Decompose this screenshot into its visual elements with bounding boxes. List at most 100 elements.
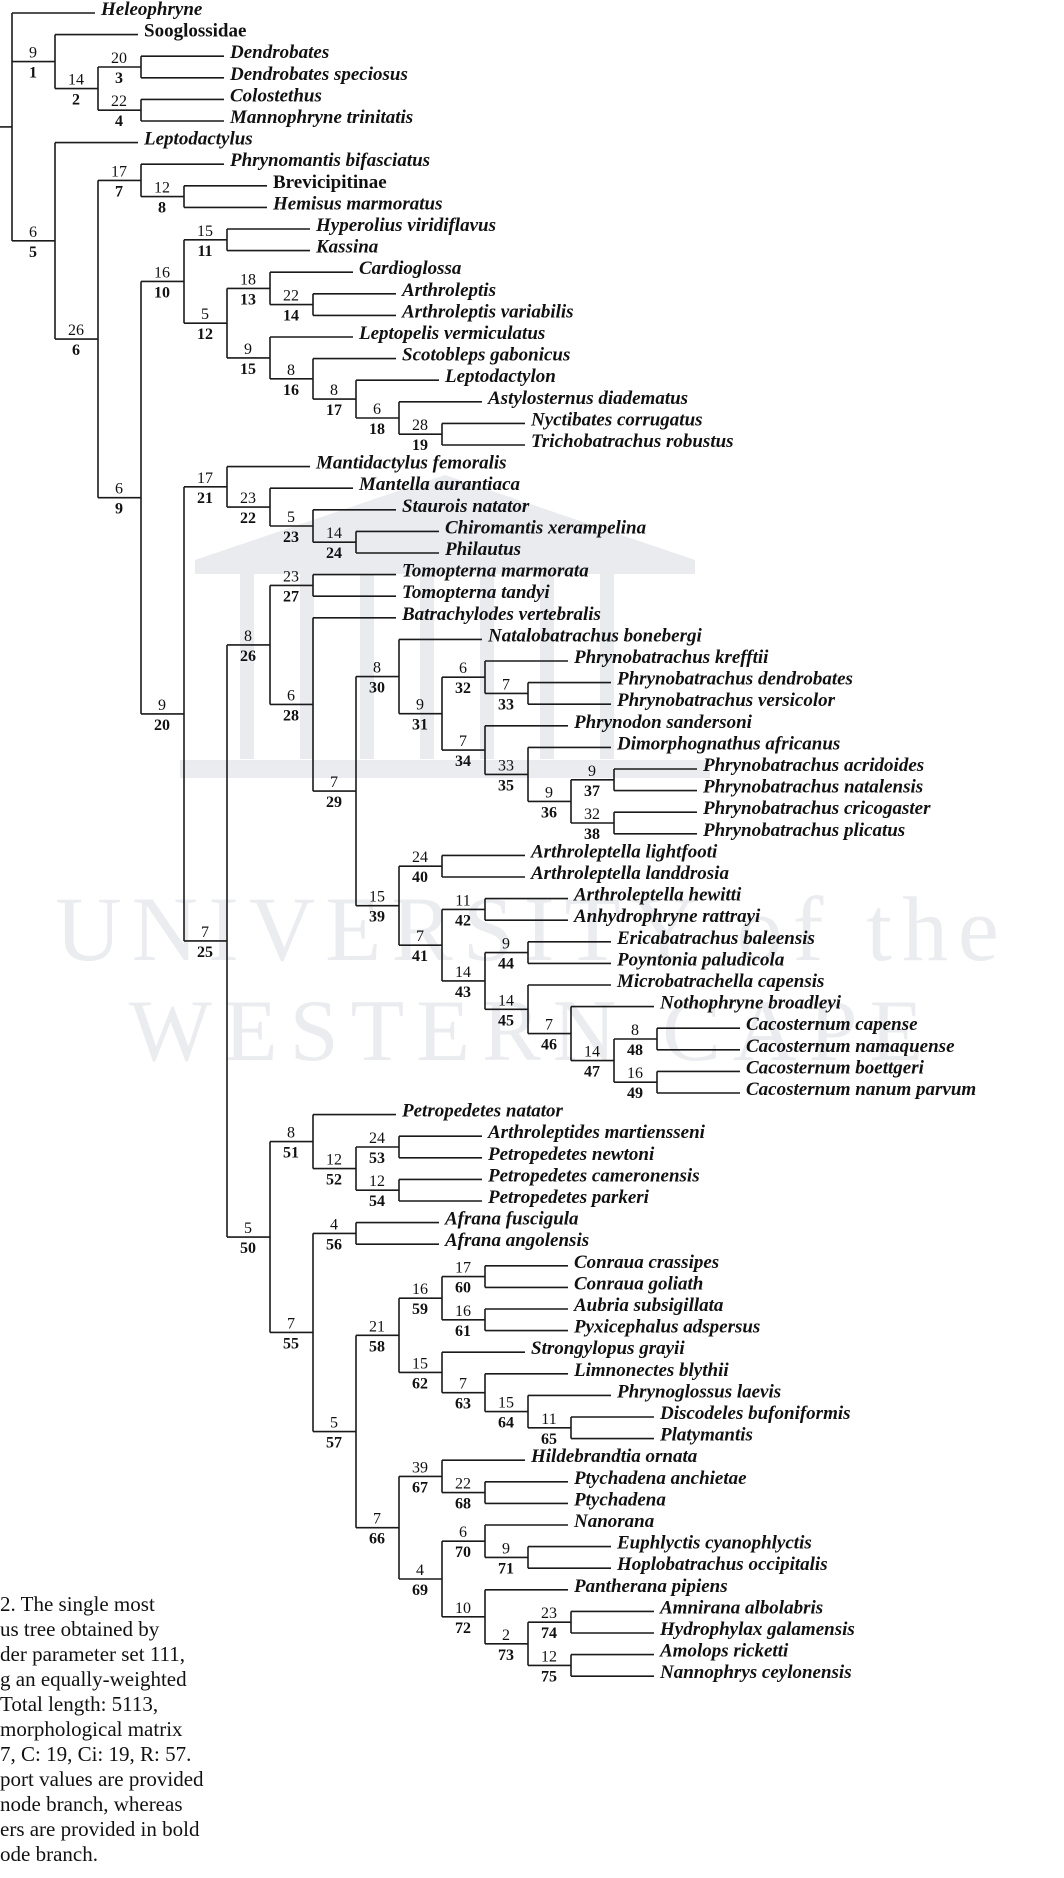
node-number: 13 — [240, 291, 256, 308]
taxon-label: Dimorphognathus africanus — [616, 733, 840, 754]
node-number: 58 — [369, 1338, 385, 1355]
node-number: 57 — [326, 1435, 342, 1452]
support-value: 23 — [283, 568, 299, 585]
taxon-label: Nannophrys ceylonensis — [659, 1662, 852, 1683]
taxon-label: Leptodactylon — [444, 366, 556, 387]
taxon-label: Brevicipitinae — [273, 172, 387, 193]
node-number: 34 — [455, 753, 471, 770]
node-number: 64 — [498, 1415, 514, 1432]
support-value: 7 — [459, 733, 467, 750]
support-value: 16 — [455, 1303, 471, 1320]
node-number: 9 — [115, 501, 123, 518]
support-value: 9 — [545, 784, 553, 801]
support-value: 7 — [287, 1315, 295, 1332]
support-value: 26 — [68, 322, 84, 339]
support-value: 24 — [412, 849, 428, 866]
node-number: 72 — [455, 1620, 471, 1637]
support-value: 8 — [330, 382, 338, 399]
support-value: 39 — [412, 1459, 428, 1476]
taxon-label: Hildebrandtia ornata — [530, 1446, 698, 1467]
taxon-label: Arthroleptella hewitti — [573, 885, 742, 906]
taxon-label: Leptodactylus — [143, 129, 253, 150]
taxon-label: Phrynobatrachus versicolor — [616, 690, 836, 711]
taxon-label: Mantidactylus femoralis — [315, 453, 507, 474]
node-number: 7 — [115, 183, 123, 200]
node-number: 48 — [627, 1042, 643, 1059]
node-number: 35 — [498, 777, 514, 794]
node-number: 31 — [412, 717, 428, 734]
node-number: 41 — [412, 948, 428, 965]
node-number: 25 — [197, 944, 213, 961]
node-number: 1 — [29, 65, 37, 82]
node-number: 17 — [326, 402, 342, 419]
support-value: 7 — [373, 1511, 381, 1528]
taxon-label: Cacosternum boettgeri — [746, 1057, 925, 1078]
taxon-label: Philautus — [444, 539, 521, 560]
taxon-label: Phrynomantis bifasciatus — [229, 150, 430, 171]
support-value: 8 — [373, 660, 381, 677]
node-number: 26 — [240, 648, 256, 665]
support-value: 2 — [502, 1627, 510, 1644]
support-value: 14 — [326, 525, 342, 542]
node-number: 27 — [283, 588, 299, 605]
support-value: 24 — [369, 1130, 385, 1147]
node-number: 75 — [541, 1668, 557, 1685]
taxon-label: Conraua crassipes — [574, 1252, 719, 1273]
support-value: 10 — [455, 1600, 471, 1617]
node-number: 65 — [541, 1431, 557, 1448]
taxon-label: Leptopelis vermiculatus — [358, 323, 545, 344]
node-number: 67 — [412, 1479, 428, 1496]
support-value: 22 — [283, 288, 299, 305]
support-value: 6 — [115, 481, 123, 498]
taxon-label: Pyxicephalus adspersus — [573, 1317, 760, 1338]
taxon-label: Phrynodon sandersoni — [573, 712, 753, 733]
taxon-label: Conraua goliath — [574, 1273, 703, 1294]
node-number: 24 — [326, 545, 342, 562]
support-value: 9 — [502, 1540, 510, 1557]
node-number: 70 — [455, 1544, 471, 1561]
taxon-label: Petropedetes newtoni — [487, 1144, 655, 1165]
taxon-label: Ptychadena anchietae — [573, 1468, 747, 1489]
taxon-label: Discodeles bufoniformis — [659, 1403, 851, 1424]
support-value: 20 — [111, 50, 127, 67]
node-number: 38 — [584, 826, 600, 843]
taxon-label: Colostethus — [230, 85, 322, 106]
node-number: 74 — [541, 1625, 557, 1642]
support-value: 15 — [412, 1355, 428, 1372]
taxon-label: Heleophryne — [100, 0, 203, 20]
node-number: 55 — [283, 1335, 299, 1352]
support-value: 7 — [459, 1376, 467, 1393]
node-number: 14 — [283, 308, 299, 325]
support-value: 12 — [369, 1173, 385, 1190]
taxon-label: Chiromantis xerampelina — [445, 517, 647, 538]
node-number: 69 — [412, 1582, 428, 1599]
support-value: 9 — [588, 763, 596, 780]
taxon-label: Afrana angolensis — [444, 1230, 589, 1251]
taxon-label: Arthroleptides martiensseni — [487, 1122, 706, 1143]
support-value: 32 — [584, 806, 600, 823]
taxon-label: Arthroleptis — [401, 280, 496, 301]
support-value: 16 — [627, 1065, 643, 1082]
taxon-label: Phrynoglossus laevis — [616, 1381, 781, 1402]
node-number: 49 — [627, 1085, 643, 1102]
node-number: 51 — [283, 1145, 299, 1162]
support-value: 7 — [330, 774, 338, 791]
taxon-label: Tomopterna tandyi — [402, 582, 550, 603]
taxon-label: Cacosternum namaquense — [746, 1036, 955, 1057]
support-value: 4 — [330, 1216, 338, 1233]
support-value: 12 — [541, 1648, 557, 1665]
node-number: 45 — [498, 1012, 514, 1029]
support-value: 12 — [154, 180, 170, 197]
taxon-label: Hoplobatrachus occipitalis — [616, 1554, 828, 1575]
support-value: 9 — [29, 45, 37, 62]
support-value: 21 — [369, 1318, 385, 1335]
node-number: 15 — [240, 361, 256, 378]
node-number: 46 — [541, 1037, 557, 1054]
taxon-label: Petropedetes parkeri — [487, 1187, 650, 1208]
node-number: 11 — [197, 243, 212, 260]
support-value: 22 — [455, 1476, 471, 1493]
support-value: 7 — [416, 928, 424, 945]
support-value: 8 — [287, 1125, 295, 1142]
taxon-label: Nyctibates corrugatus — [530, 409, 703, 430]
